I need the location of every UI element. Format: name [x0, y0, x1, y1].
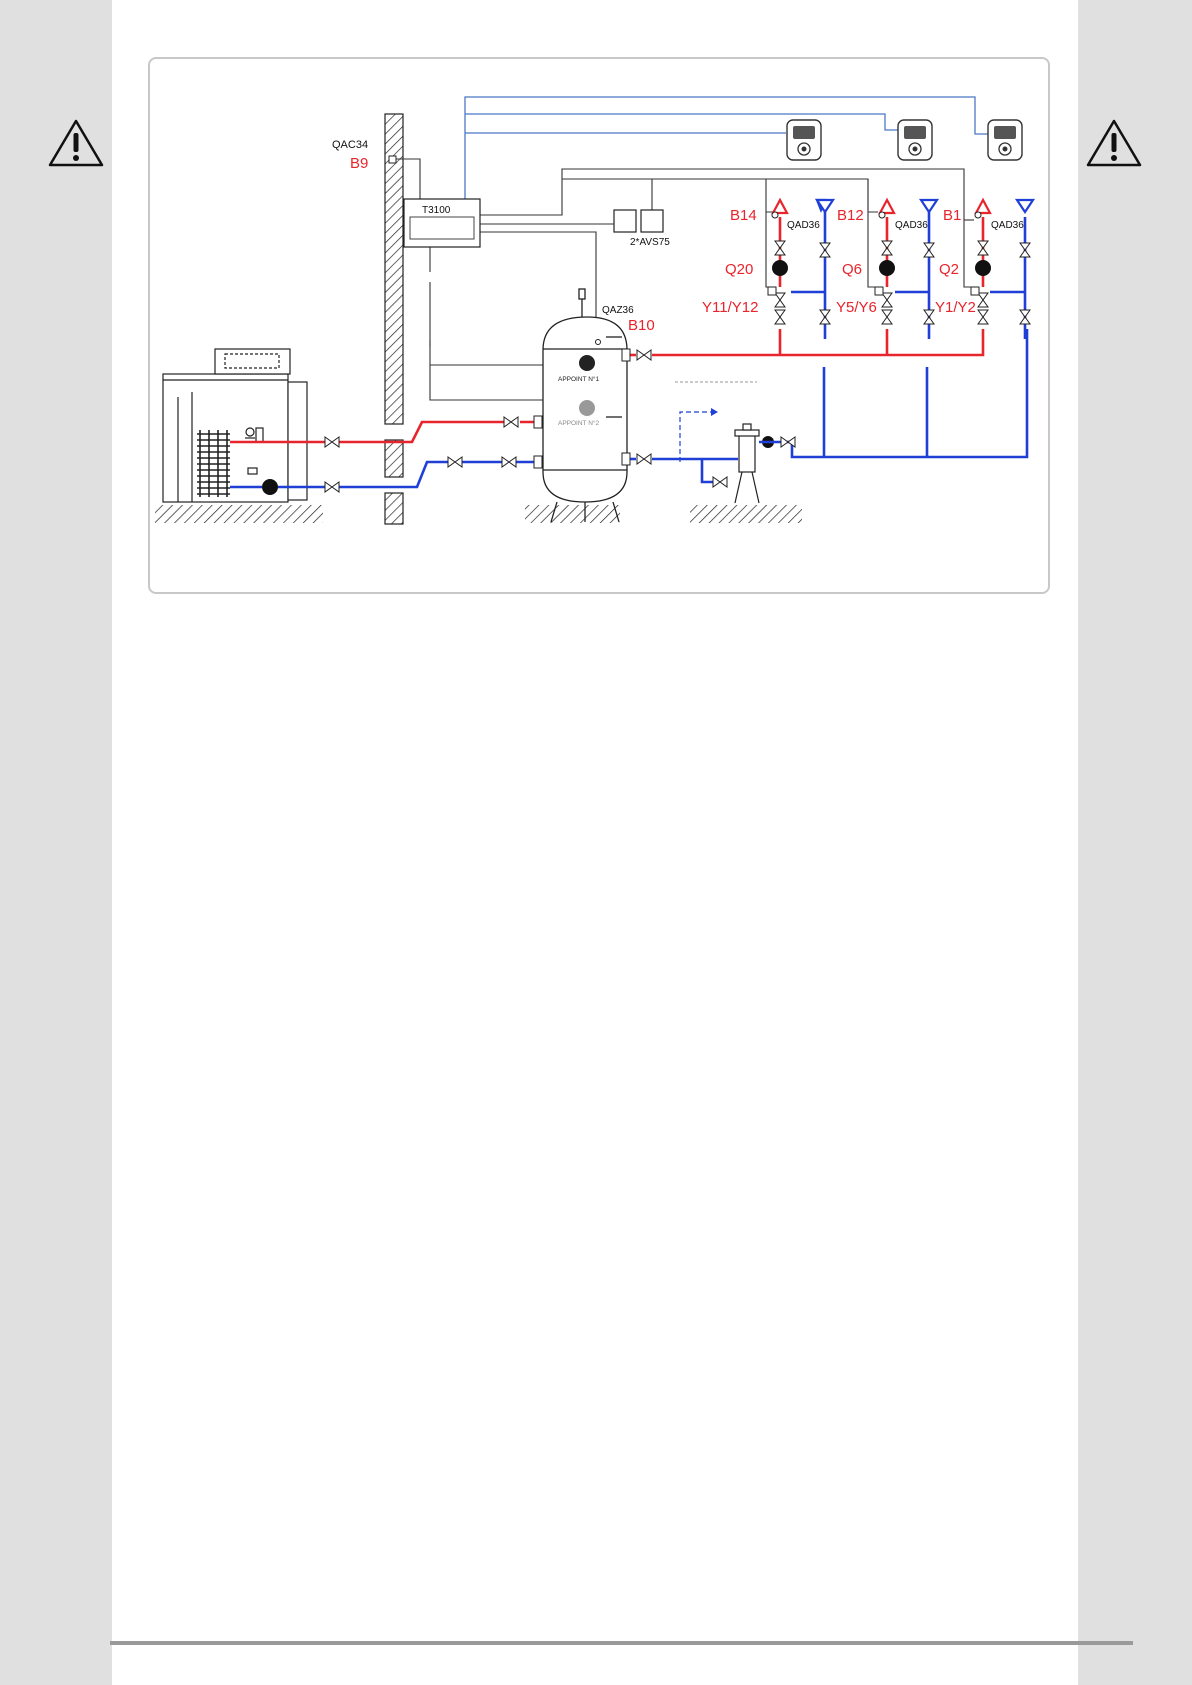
tank-sensor-model: QAZ36: [602, 305, 634, 316]
tank-sensor-label: B10: [628, 317, 655, 334]
circuit-3-sensor-model: QAD36: [991, 220, 1024, 231]
outdoor-sensor-model: QAC34: [332, 139, 368, 151]
circuit-1-valve: Y11/Y12: [702, 299, 758, 316]
outdoor-sensor-label: B9: [350, 155, 368, 172]
ground-hatches: [155, 505, 802, 523]
room-thermostat-icon: [988, 120, 1022, 160]
footer-rule: [110, 1641, 1133, 1645]
appoint-1-label: APPOINT N°1: [558, 375, 600, 383]
circuit-3-sensor: B1: [943, 207, 961, 224]
sludge-separator: [735, 424, 759, 503]
circuit-2-valve: Y5/Y6: [836, 299, 877, 316]
appoint-1-heater-icon: [579, 355, 595, 371]
circuit-components: [768, 200, 1033, 324]
appoint-2-heater-icon: [579, 400, 595, 416]
circuit-2-pump: Q6: [842, 261, 862, 278]
extension-modules: 2*AVS75: [614, 210, 670, 248]
room-thermostat-icon: [898, 120, 932, 160]
extension-module-label: 2*AVS75: [630, 237, 670, 248]
room-thermostat-icon: [787, 120, 821, 160]
left-sidebar: [0, 0, 112, 1685]
circuit-3-valve: Y1/Y2: [935, 299, 976, 316]
dashed-flow-arrow: [680, 412, 714, 462]
circuit-3-pump: Q2: [939, 261, 959, 278]
warning-triangle-icon: [1085, 118, 1143, 168]
controller: T3100: [404, 199, 480, 247]
hydraulic-diagram: QAC34 B9 T3100 2*AVS75: [150, 59, 1048, 592]
circuit-1-pump: Q20: [725, 261, 753, 278]
circuit-1-sensor-model: QAD36: [787, 220, 820, 231]
building-wall: [385, 114, 403, 524]
circuit-2-sensor: B12: [837, 207, 864, 224]
heat-pump-circulator-icon: [262, 479, 278, 495]
warning-triangle-icon: [47, 118, 105, 168]
circuit-1-sensor: B14: [730, 207, 757, 224]
appoint-2-label: APPOINT N°2: [558, 419, 600, 427]
controller-model: T3100: [422, 205, 451, 216]
diagram-frame: QAC34 B9 T3100 2*AVS75: [148, 57, 1050, 594]
right-sidebar: [1078, 0, 1192, 1685]
heat-pump-unit: [163, 349, 307, 502]
circuit-2-sensor-model: QAD36: [895, 220, 928, 231]
